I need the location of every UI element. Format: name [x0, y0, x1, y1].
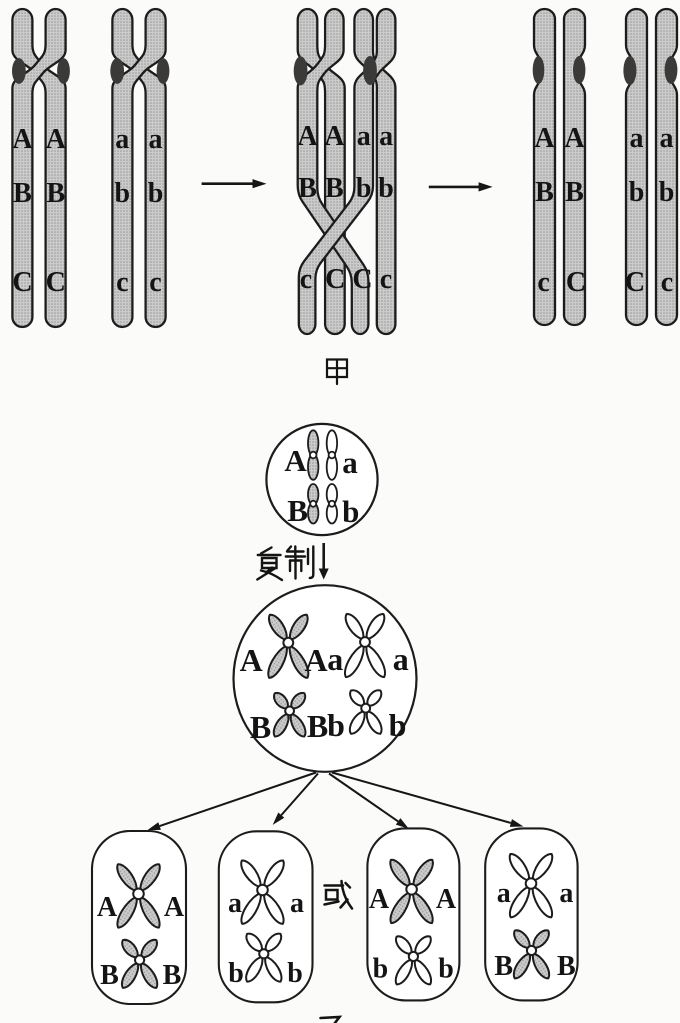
svg-text:b: b [659, 177, 675, 208]
svg-text:B: B [535, 177, 554, 208]
svg-text:B: B [250, 709, 271, 745]
svg-text:A: A [534, 123, 555, 154]
svg-text:B: B [163, 960, 182, 991]
svg-text:B: B [307, 708, 328, 744]
svg-text:A: A [284, 443, 307, 478]
svg-text:B: B [287, 493, 308, 528]
svg-text:B: B [13, 178, 32, 209]
svg-text:C: C [566, 267, 586, 298]
svg-text:a: a [559, 878, 573, 909]
svg-text:A: A [369, 884, 390, 915]
svg-text:c: c [661, 267, 673, 298]
svg-text:b: b [228, 958, 244, 989]
svg-text:a: a [379, 121, 393, 152]
svg-text:b: b [342, 494, 359, 529]
svg-text:B: B [494, 951, 513, 982]
svg-text:B: B [298, 173, 317, 204]
svg-text:A: A [436, 884, 457, 915]
svg-text:a: a [497, 878, 511, 909]
svg-text:C: C [46, 267, 66, 298]
svg-text:a: a [327, 641, 343, 677]
svg-text:b: b [378, 173, 394, 204]
svg-text:A: A [297, 121, 318, 152]
svg-text:B: B [325, 173, 344, 204]
svg-text:C: C [325, 264, 345, 295]
svg-text:B: B [46, 178, 65, 209]
svg-text:B: B [557, 951, 576, 982]
svg-text:b: b [389, 707, 407, 743]
svg-text:A: A [324, 121, 345, 152]
svg-text:A: A [46, 124, 67, 155]
svg-text:a: a [228, 888, 242, 919]
svg-text:A: A [564, 123, 585, 154]
svg-text:c: c [380, 264, 392, 295]
svg-text:a: a [660, 123, 674, 154]
svg-text:c: c [300, 264, 312, 295]
svg-text:a: a [115, 124, 129, 155]
svg-text:a: a [357, 121, 371, 152]
svg-text:C: C [12, 267, 32, 298]
svg-text:b: b [327, 707, 345, 743]
svg-text:b: b [438, 954, 454, 985]
svg-text:b: b [356, 173, 372, 204]
svg-text:C: C [352, 264, 372, 295]
svg-text:A: A [97, 892, 118, 923]
svg-text:b: b [287, 958, 303, 989]
svg-text:C: C [625, 267, 645, 298]
svg-text:A: A [164, 892, 185, 923]
svg-text:A: A [240, 642, 263, 678]
svg-text:b: b [373, 954, 389, 985]
svg-text:a: a [393, 641, 409, 677]
svg-text:b: b [629, 177, 645, 208]
svg-text:B: B [565, 177, 584, 208]
svg-text:B: B [100, 960, 119, 991]
svg-text:a: a [149, 124, 163, 155]
svg-text:A: A [12, 124, 33, 155]
svg-text:b: b [115, 178, 131, 209]
svg-text:c: c [116, 267, 128, 298]
svg-text:a: a [290, 888, 304, 919]
svg-text:c: c [149, 267, 161, 298]
svg-text:c: c [537, 267, 549, 298]
svg-text:A: A [304, 642, 327, 678]
svg-text:a: a [342, 445, 358, 480]
svg-text:a: a [630, 123, 644, 154]
svg-text:b: b [148, 178, 164, 209]
